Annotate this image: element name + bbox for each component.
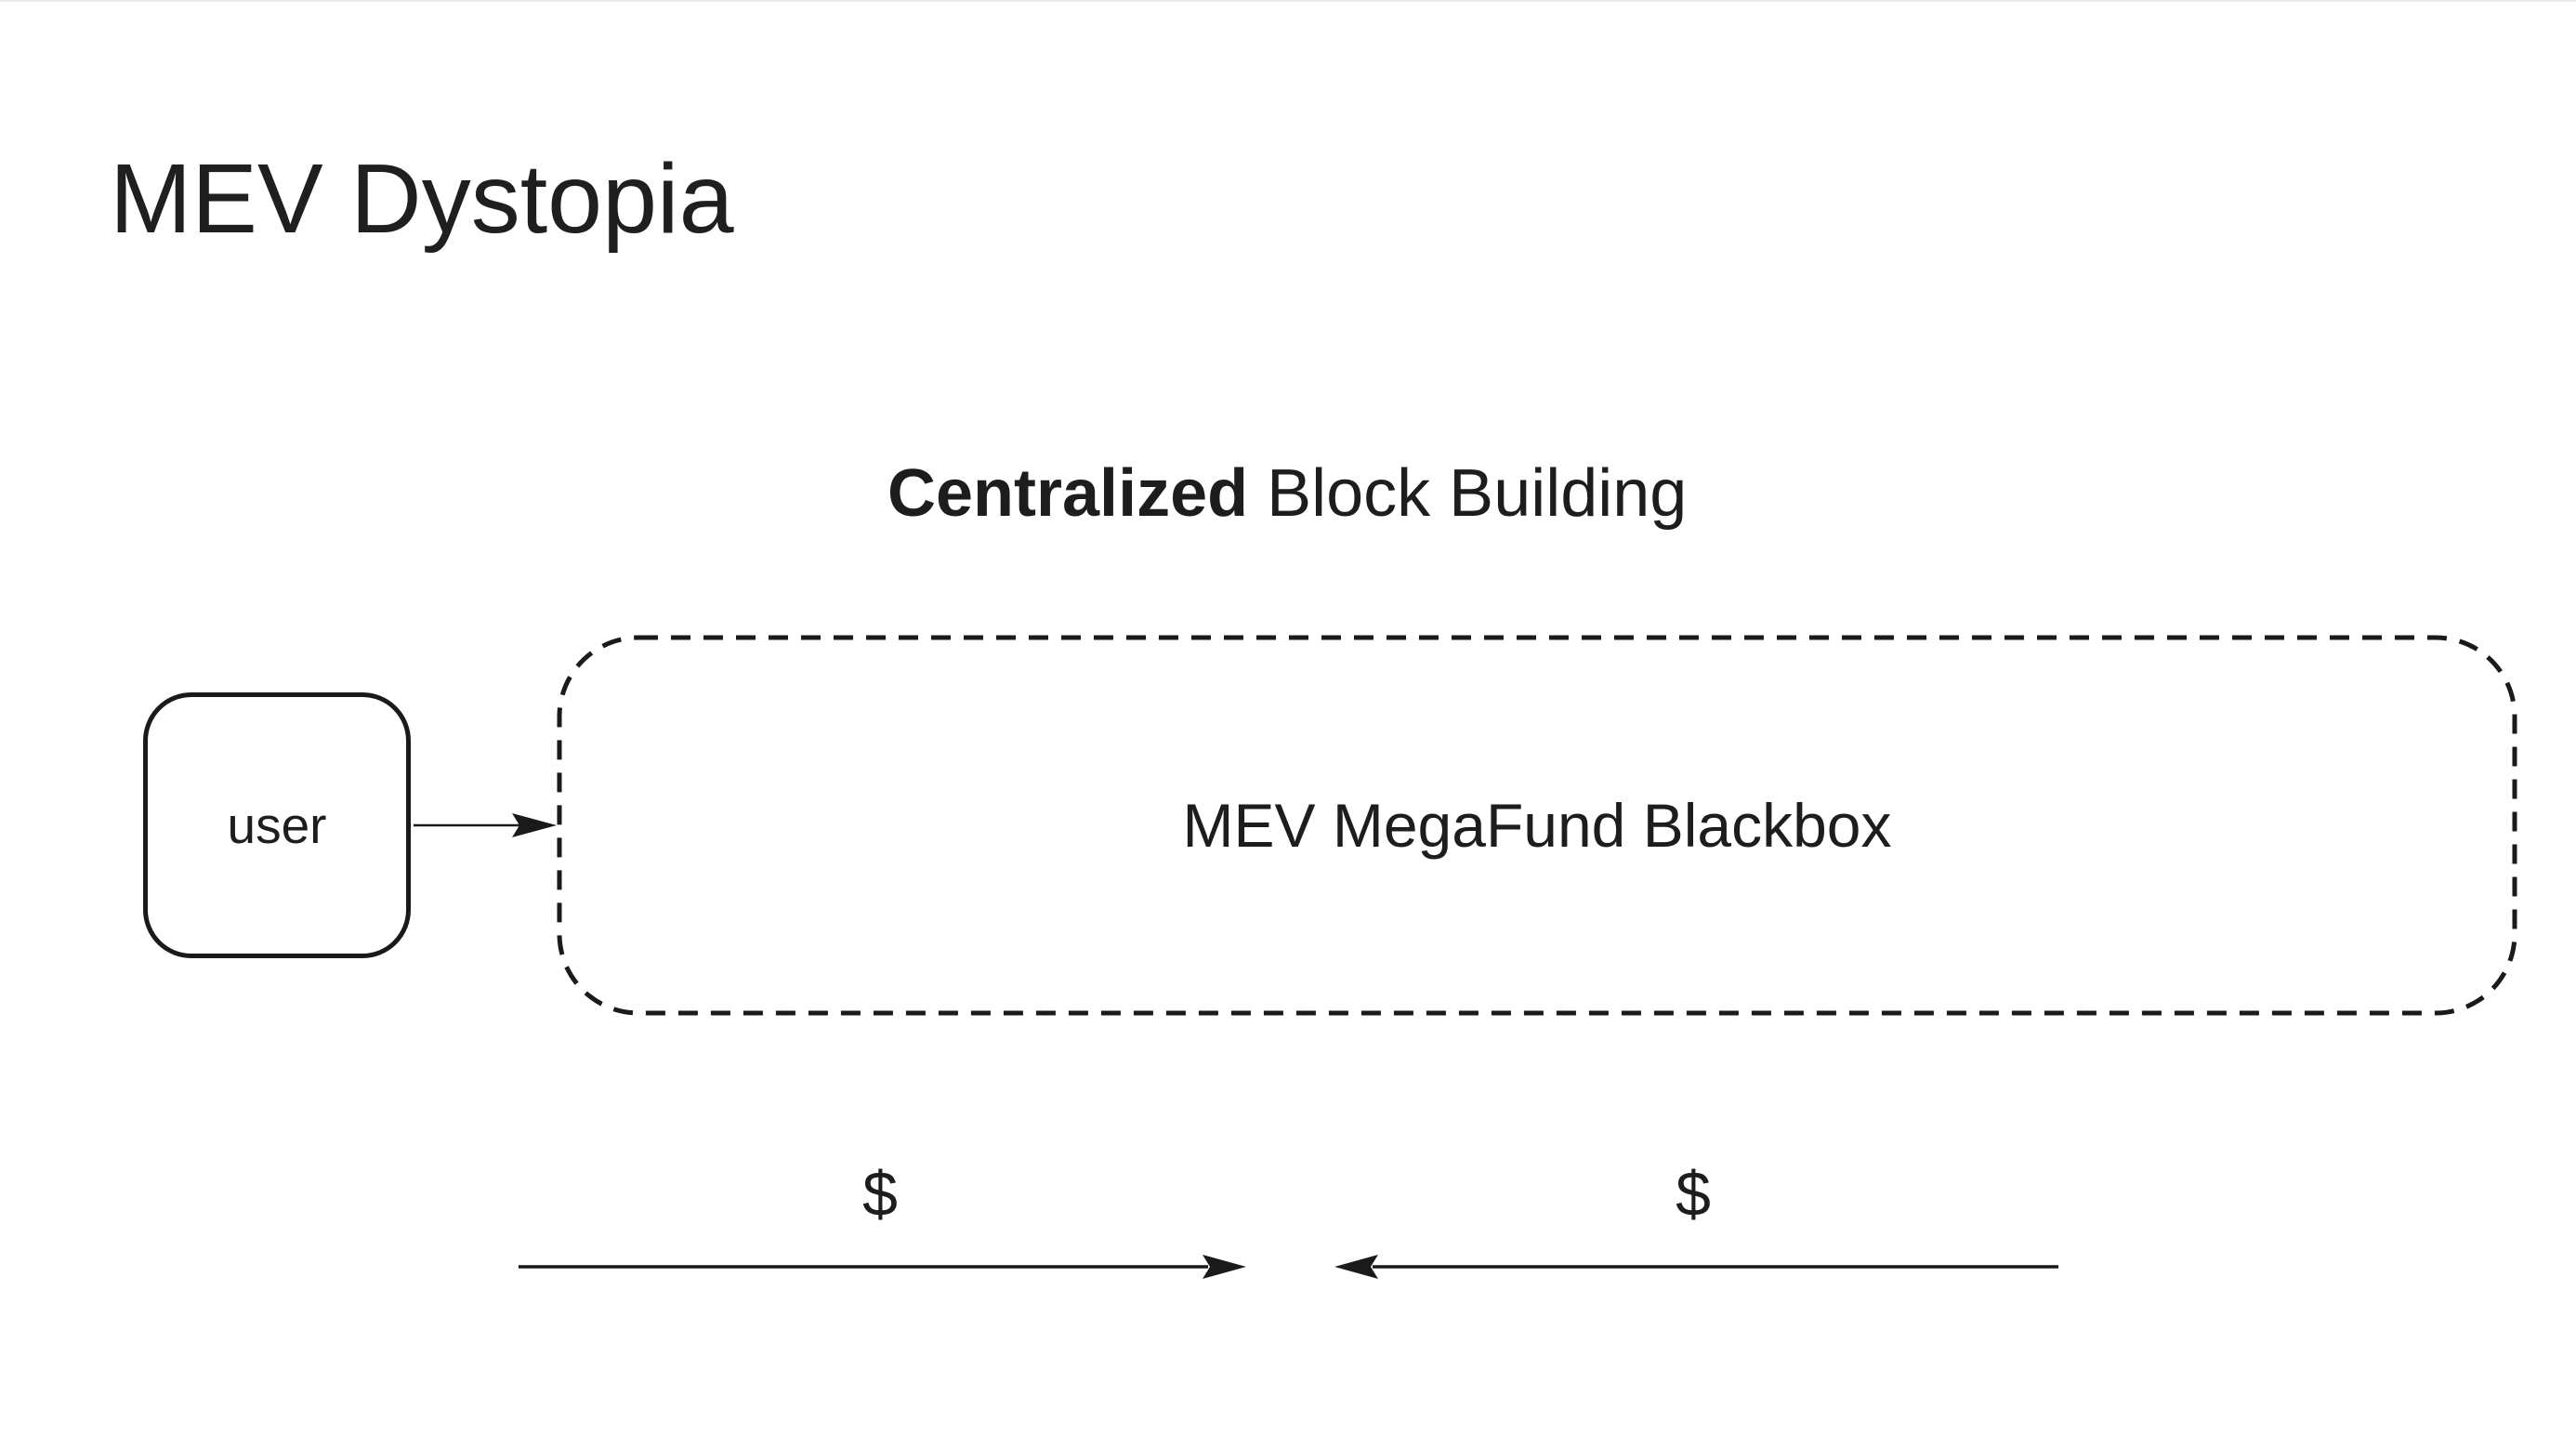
top-edge-divider bbox=[0, 0, 2576, 2]
edge-user-to-blackbox bbox=[414, 813, 557, 837]
section-heading-emphasis: Centralized bbox=[887, 456, 1249, 531]
edge-user-to-blackbox-arrowhead-icon bbox=[512, 813, 557, 837]
edge-money-from-blackbox bbox=[1334, 1255, 2058, 1279]
money-label-left: $ bbox=[862, 1159, 898, 1230]
user-node-label: user bbox=[227, 796, 327, 854]
user-node: user bbox=[143, 692, 411, 958]
edge-money-to-blackbox-arrowhead-icon bbox=[1203, 1255, 1246, 1279]
edge-money-to-blackbox bbox=[519, 1255, 1246, 1279]
blackbox-node-outline bbox=[557, 635, 2517, 1016]
section-heading: Centralized Block Building bbox=[887, 460, 1687, 527]
page-title: MEV Dystopia bbox=[110, 144, 734, 254]
section-heading-rest: Block Building bbox=[1248, 456, 1688, 531]
money-label-right: $ bbox=[1676, 1159, 1711, 1230]
edge-money-from-blackbox-arrowhead-icon bbox=[1334, 1255, 1378, 1279]
